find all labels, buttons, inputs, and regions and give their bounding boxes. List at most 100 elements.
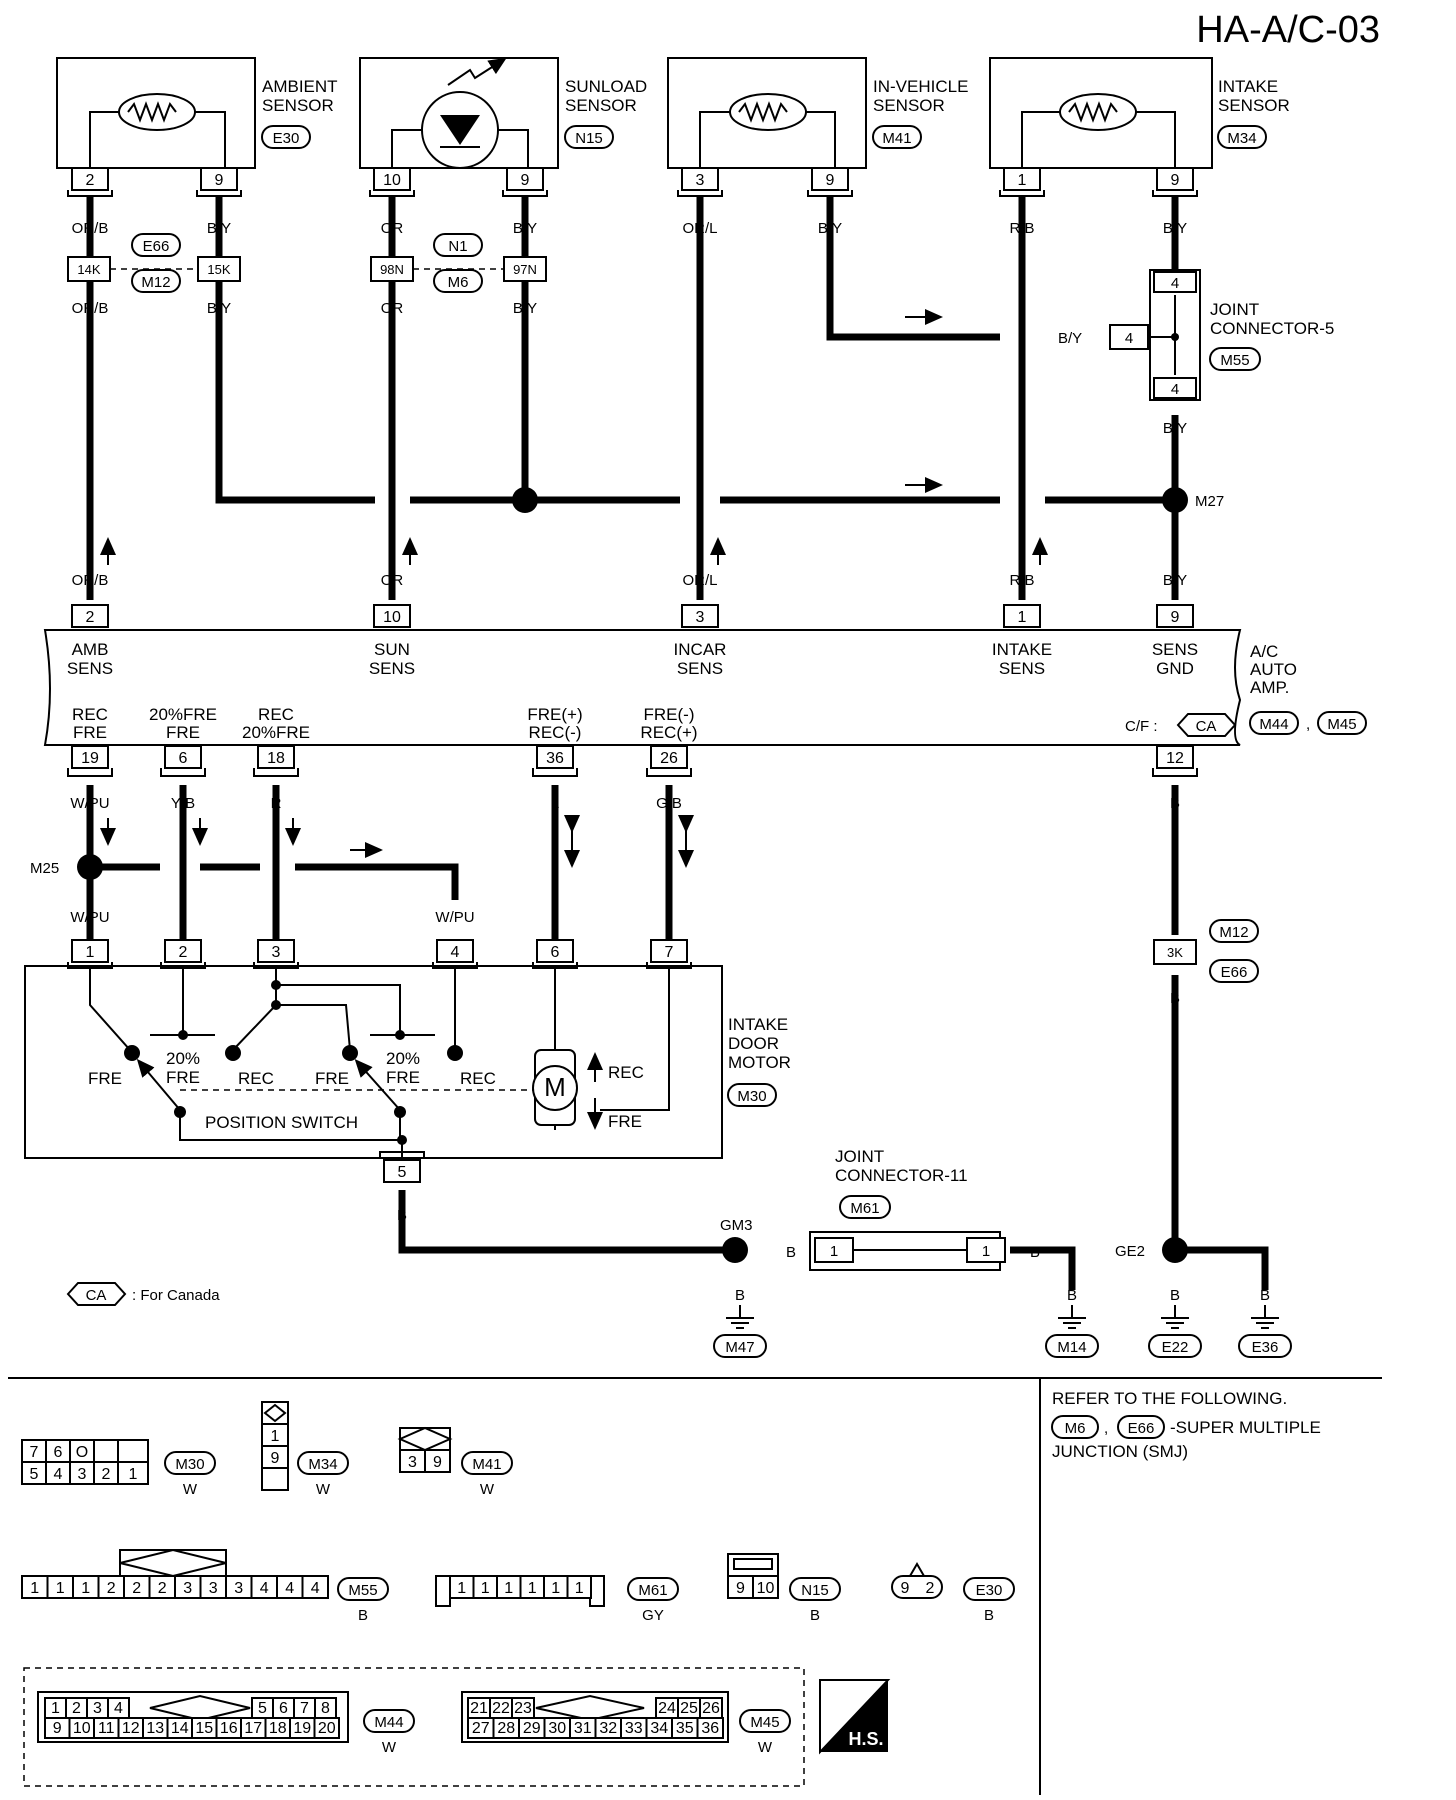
svg-text:10: 10 — [757, 1580, 775, 1597]
svg-text:10: 10 — [73, 1720, 91, 1737]
svg-text:12: 12 — [122, 1720, 140, 1737]
sensor-pin: 2 — [67, 167, 113, 197]
svg-text:M45: M45 — [1327, 716, 1356, 733]
svg-text:L: L — [551, 795, 559, 812]
svg-text:M45: M45 — [750, 1714, 779, 1731]
svg-text:1: 1 — [271, 1428, 280, 1445]
svg-text:15K: 15K — [207, 262, 230, 277]
amp-bottom-pin: 36 — [532, 745, 578, 777]
svg-text:14K: 14K — [77, 262, 100, 277]
svg-text:9: 9 — [736, 1580, 745, 1597]
svg-text:10: 10 — [383, 609, 401, 626]
svg-text:REC: REC — [460, 1069, 496, 1088]
svg-text:B: B — [397, 1207, 407, 1224]
svg-text:B/Y: B/Y — [1058, 330, 1082, 347]
sensor-pin: 9 — [196, 167, 242, 197]
svg-text:3: 3 — [696, 609, 705, 626]
svg-text:E66: E66 — [143, 238, 170, 255]
sensor-pin: 9 — [1152, 167, 1198, 197]
svg-text:OR/B: OR/B — [72, 572, 109, 589]
svg-text:7: 7 — [30, 1444, 39, 1461]
svg-text:9: 9 — [215, 172, 224, 189]
svg-text:22: 22 — [492, 1700, 510, 1717]
svg-text:15: 15 — [195, 1720, 213, 1737]
svg-text:N15: N15 — [801, 1582, 829, 1599]
svg-text:1: 1 — [56, 1580, 65, 1597]
svg-text:23: 23 — [514, 1700, 532, 1717]
svg-text:B/Y: B/Y — [207, 220, 231, 237]
sensor-code-m41: M41 — [872, 125, 922, 149]
svg-text:20%FRE: 20%FRE — [166, 1049, 200, 1087]
svg-text:7: 7 — [300, 1700, 309, 1717]
svg-text:2: 2 — [72, 1700, 81, 1717]
amp-top-pin: 2 — [71, 604, 109, 628]
svg-text:3: 3 — [272, 944, 281, 961]
svg-text:W: W — [758, 1739, 773, 1756]
svg-text:B: B — [735, 1287, 745, 1304]
svg-text:5: 5 — [30, 1466, 39, 1483]
svg-text:M27: M27 — [1195, 493, 1224, 510]
svg-text:M41: M41 — [472, 1456, 501, 1473]
svg-text:FRE: FRE — [315, 1069, 349, 1088]
svg-text:W: W — [382, 1739, 397, 1756]
amp-top-pin: 1 — [1003, 604, 1041, 628]
svg-text:1: 1 — [1018, 609, 1027, 626]
sensor-pin: 9 — [502, 167, 548, 197]
svg-text:11: 11 — [98, 1720, 115, 1737]
svg-text:B: B — [810, 1607, 820, 1624]
svg-text:2: 2 — [86, 609, 95, 626]
svg-text:REC: REC — [238, 1069, 274, 1088]
svg-text:G/B: G/B — [656, 795, 682, 812]
amp-bottom-pin: 12 — [1152, 745, 1198, 777]
svg-text:4: 4 — [1171, 275, 1179, 292]
svg-text:REFER TO THE FOLLOWING.: REFER TO THE FOLLOWING. — [1052, 1389, 1287, 1408]
svg-text:E30: E30 — [273, 130, 300, 147]
svg-text:13: 13 — [146, 1720, 164, 1737]
svg-text:CA: CA — [86, 1287, 107, 1304]
svg-text:36: 36 — [546, 750, 564, 767]
svg-text:M55: M55 — [348, 1582, 377, 1599]
svg-text:E66: E66 — [1128, 1420, 1155, 1437]
svg-text:2: 2 — [158, 1580, 167, 1597]
svg-text:B: B — [786, 1244, 796, 1261]
svg-text:16: 16 — [220, 1720, 238, 1737]
svg-text:4: 4 — [311, 1580, 320, 1597]
amp-pin-label: FRE — [166, 723, 200, 742]
svg-text:27: 27 — [472, 1720, 490, 1737]
amp-pin-label: SUN — [374, 640, 410, 659]
amp-pin-label: AMB — [72, 640, 109, 659]
amp-pin-label: REC — [72, 705, 108, 724]
amp-pin-label: FRE(-) — [644, 705, 695, 724]
svg-text:2: 2 — [132, 1580, 141, 1597]
svg-text:M14: M14 — [1057, 1339, 1086, 1356]
svg-text:M55: M55 — [1220, 352, 1249, 369]
amp-top-pin: 3 — [681, 604, 719, 628]
svg-text:25: 25 — [680, 1700, 698, 1717]
amp-pin-label: SENS — [67, 659, 113, 678]
svg-text:: For Canada: : For Canada — [132, 1287, 220, 1304]
svg-text:W/PU: W/PU — [70, 795, 109, 812]
motor-pin: 3 — [253, 939, 299, 969]
amp-pin-label: FRE(+) — [527, 705, 582, 724]
sensor-code-n15: N15 — [564, 125, 614, 149]
svg-text:19: 19 — [293, 1720, 311, 1737]
svg-text:2: 2 — [107, 1580, 116, 1597]
svg-text:18: 18 — [267, 750, 285, 767]
svg-text:3K: 3K — [1167, 945, 1183, 960]
svg-text:M12: M12 — [141, 274, 170, 291]
svg-text:C/F :: C/F : — [1125, 718, 1158, 735]
svg-text:18: 18 — [269, 1720, 287, 1737]
hs-badge: H.S. — [819, 1679, 891, 1755]
sensor-pin: 1 — [999, 167, 1045, 197]
svg-text:20%FRE: 20%FRE — [386, 1049, 420, 1087]
